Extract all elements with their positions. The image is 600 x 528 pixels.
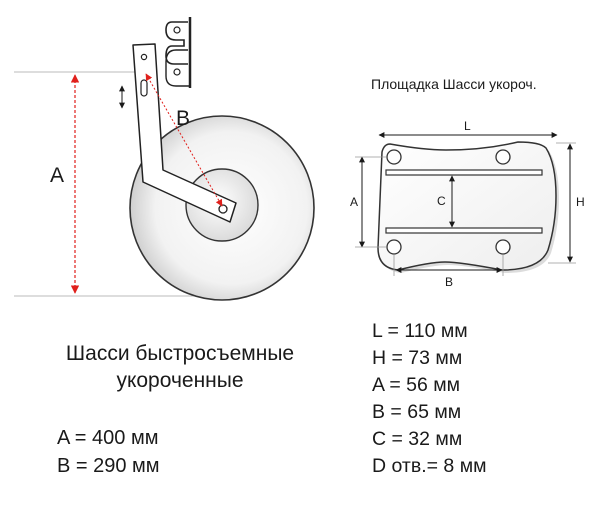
plate-hole-bottom-right — [495, 239, 511, 255]
caption-line-1: Шасси быстросъемные — [65, 342, 295, 365]
wheel-dimension-a: A = 400 мм — [57, 427, 159, 449]
plate-slot-top — [385, 169, 543, 176]
leg-adjust-slot — [140, 79, 148, 97]
wheel-dimensions-list: A = 400 мм B = 290 мм — [57, 424, 160, 480]
plate-dimension-d: D отв.= 8 мм — [372, 455, 487, 477]
plate-dimension-a: A = 56 мм — [372, 374, 461, 396]
dimension-b-plate-label: B — [445, 275, 453, 289]
dimension-a-plate-label: A — [350, 195, 358, 209]
plate-hole-bottom-left — [386, 239, 402, 255]
plate-hole-top-left — [386, 149, 402, 165]
mounting-bracket — [165, 17, 192, 88]
wheel-diagram: A B — [14, 17, 315, 301]
dimension-a-label: A — [50, 164, 64, 187]
plate-slot-bottom — [385, 227, 543, 234]
leg-top-hole — [140, 53, 148, 61]
caption-line-2: укороченные — [116, 369, 244, 392]
plate-dimension-l: L = 110 мм — [372, 320, 468, 342]
plate-dimension-b: B = 65 мм — [372, 401, 462, 423]
plate-dimension-h: H = 73 мм — [372, 347, 463, 369]
plate-dimensions-list: L = 110 мм H = 73 мм A = 56 мм B = 65 мм… — [372, 318, 487, 480]
axle-hole — [218, 204, 228, 214]
dimension-c-label: C — [437, 194, 446, 208]
plate-dimension-c: C = 32 мм — [372, 428, 463, 450]
wheel-dimension-b: B = 290 мм — [57, 455, 160, 477]
dimension-l-label: L — [464, 119, 471, 133]
plate-outline — [377, 141, 557, 271]
dimension-h-label: H — [576, 195, 585, 209]
plate-hole-top-right — [495, 149, 511, 165]
plate-title: Площадка Шасси укороч. — [371, 76, 537, 92]
plate-diagram: L H A C B — [350, 119, 585, 289]
dimension-b-arrow — [145, 73, 223, 207]
product-caption: Шасси быстросъемные укороченные — [30, 340, 330, 394]
dimension-b-label: B — [176, 107, 190, 130]
